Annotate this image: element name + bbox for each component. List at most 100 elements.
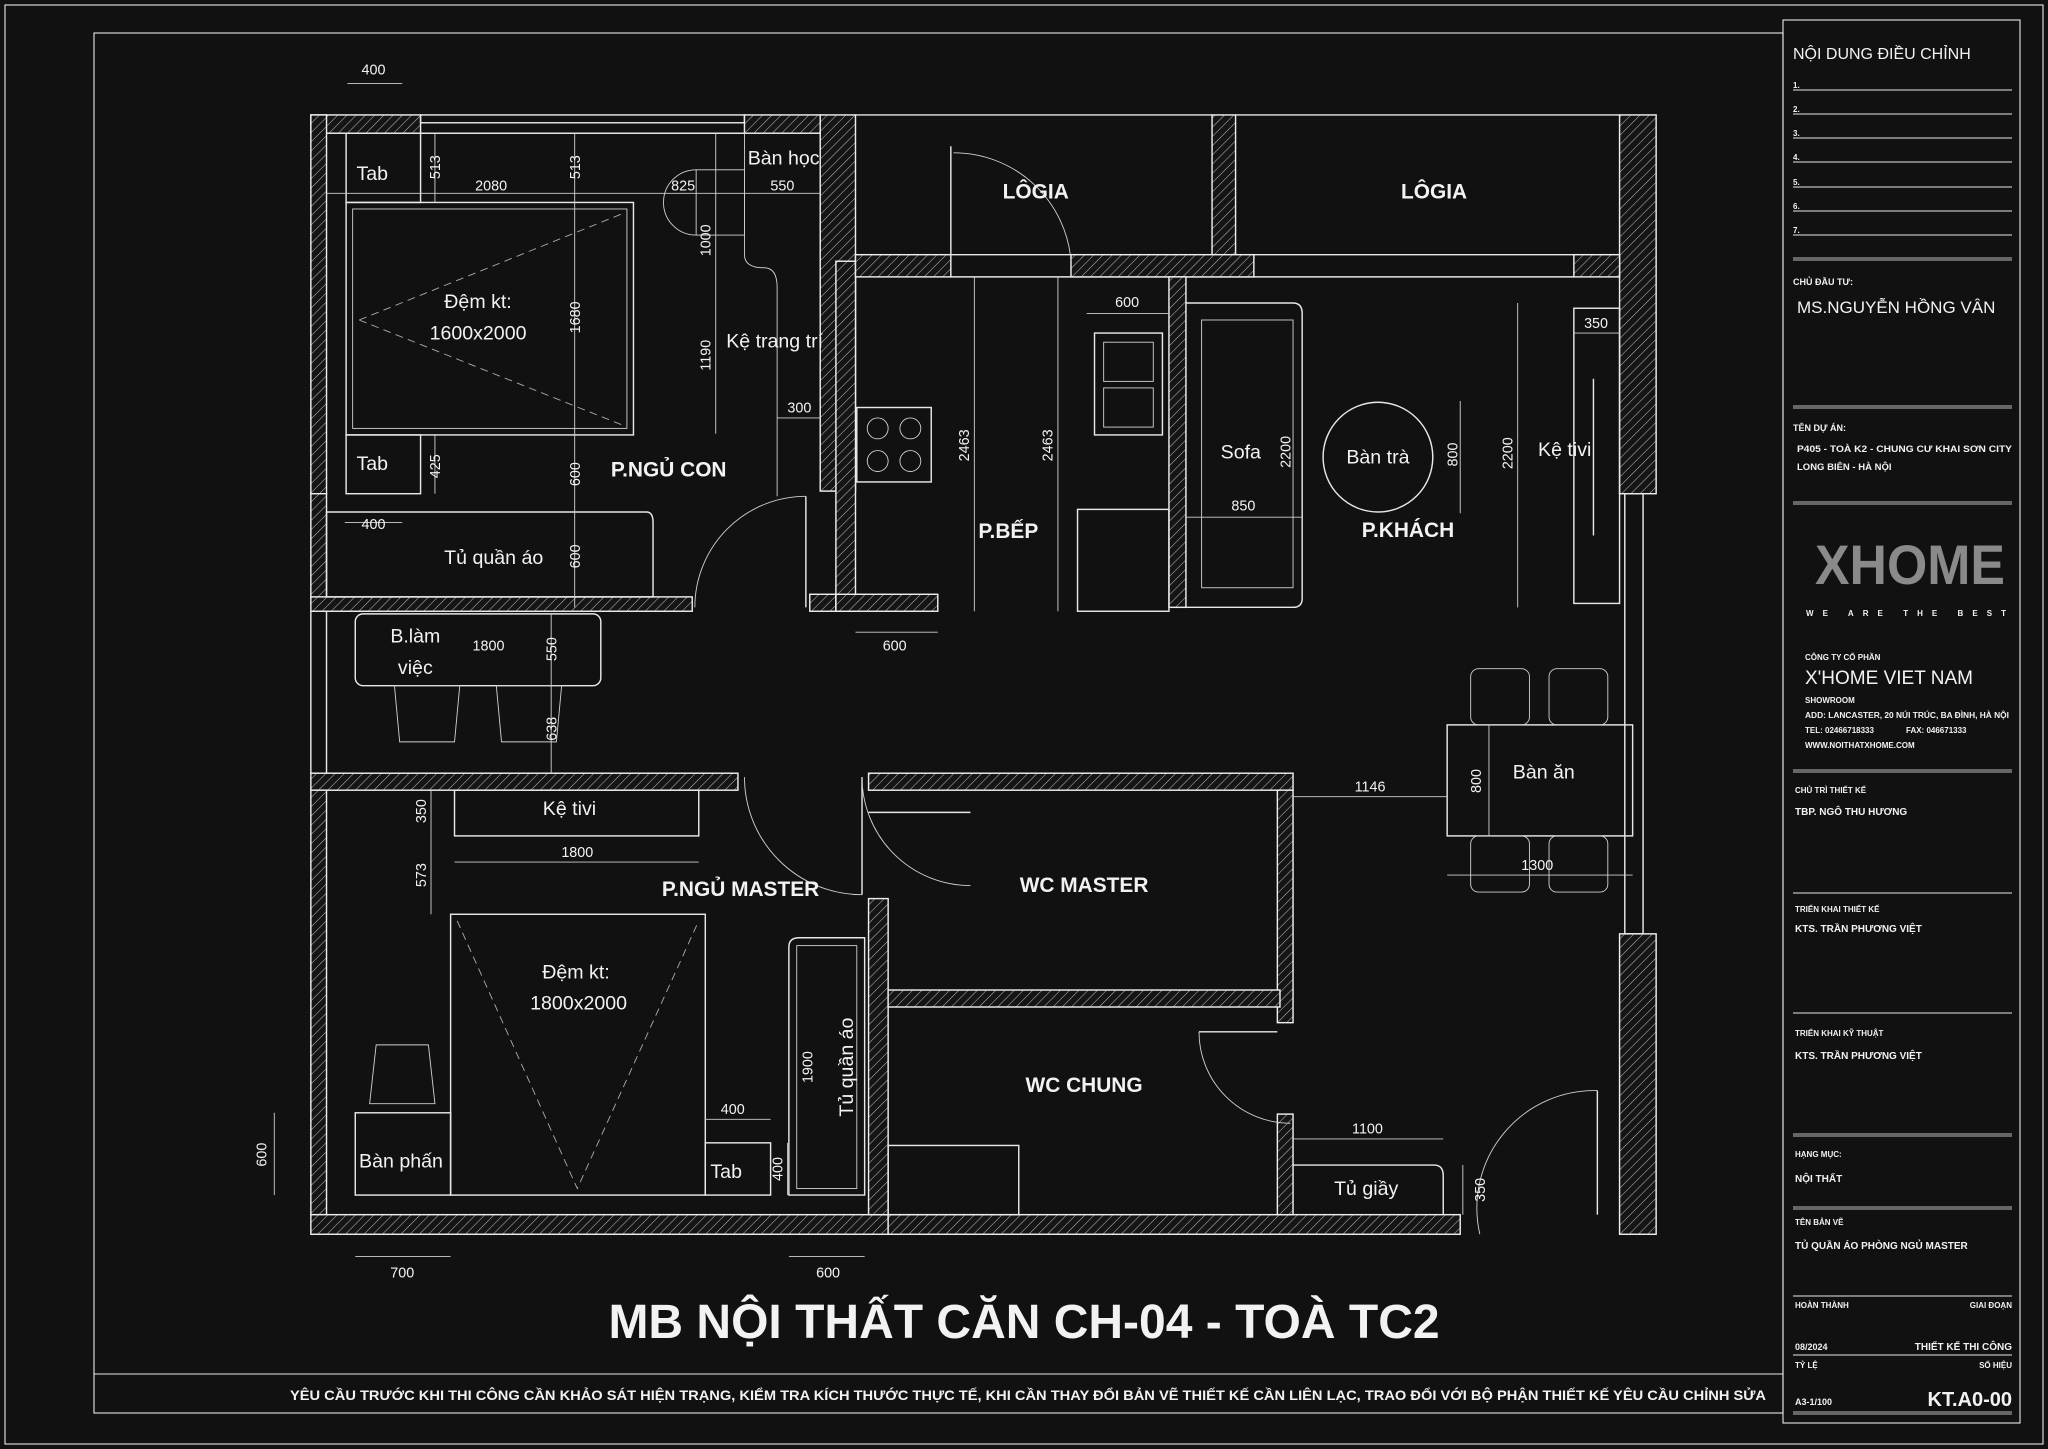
room-label-living: P.KHÁCH	[1362, 519, 1454, 542]
investor-name: MS.NGUYỄN HỒNG VÂN	[1797, 298, 1995, 317]
dimension-lines	[273, 83, 1633, 1257]
label-tab: Tab	[356, 453, 388, 475]
divider	[1793, 1133, 2012, 1137]
dim-text: 2080	[475, 179, 507, 195]
walls	[310, 114, 1657, 1235]
lead-label: CHỦ TRÌ THIẾT KẾ	[1795, 785, 1867, 795]
sheet-name: TỦ QUẦN ÁO PHÒNG NGỦ MASTER	[1795, 1239, 1969, 1252]
label-bed-master-size: 1800x2000	[530, 993, 627, 1015]
company-address: ADD: LANCASTER, 20 NÚI TRÚC, BA ĐÌNH, HÀ…	[1805, 711, 2009, 720]
project-label: TÊN DỰ ÁN:	[1793, 422, 1846, 433]
dim-text: 350	[414, 799, 430, 823]
dim-text: 400	[721, 1102, 745, 1118]
dim-text: 1146	[1355, 779, 1386, 795]
revision-item: 1.	[1793, 81, 1800, 90]
dim-text: 550	[770, 179, 794, 195]
revision-item: 2.	[1793, 105, 1800, 114]
dim-text: 600	[568, 544, 584, 568]
drawing-frame	[93, 32, 1784, 1414]
dim-text: 600	[1115, 295, 1139, 311]
phase-label: GIAI ĐOẠN	[1970, 1301, 2012, 1310]
label-tv-shelf-master: Kệ tivi	[543, 798, 596, 820]
design-label: TRIỂN KHAI THIẾT KẾ	[1795, 904, 1880, 914]
sheet-name-label: TÊN BẢN VẼ	[1795, 1218, 1844, 1227]
dim-text: 800	[1446, 443, 1462, 467]
project-line-1: P405 - TOÀ K2 - CHUNG CƯ KHAI SƠN CITY	[1797, 444, 2013, 455]
dim-text: 1100	[1352, 1122, 1383, 1138]
label-shoe-cabinet: Tủ giầy	[1334, 1178, 1398, 1200]
label-wardrobe-master: Tủ quần áo	[836, 1017, 858, 1116]
furniture	[325, 132, 1634, 1215]
revision-item: 7.	[1793, 226, 1800, 235]
category-value: NỘI THẤT	[1795, 1172, 1842, 1185]
dim-text: 1900	[800, 1051, 816, 1083]
tech-name: KTS. TRẦN PHƯƠNG VIỆT	[1795, 1049, 1922, 1062]
construction-note: YÊU CẦU TRƯỚC KHI THI CÔNG CẦN KHẢO SÁT …	[290, 1386, 1766, 1403]
divider	[1793, 1411, 2012, 1415]
dim-text: 425	[428, 454, 444, 478]
dim-text: 600	[883, 638, 907, 654]
outer-border	[4, 4, 2044, 1445]
revision-item: 6.	[1793, 202, 1800, 211]
company-tel: TEL: 02466718333	[1805, 726, 1874, 735]
room-label-master-bedroom: P.NGỦ MASTER	[662, 877, 819, 901]
room-label-logia-2: LÔGIA	[1401, 180, 1467, 204]
room-label-child-bedroom: P.NGỦ CON	[611, 458, 727, 482]
dim-text: 513	[428, 155, 444, 179]
divider	[1793, 257, 2012, 261]
completed-label: HOÀN THÀNH	[1795, 1301, 1849, 1310]
floor-plan: LÔGIA LÔGIA P.NGỦ CON P.BẾP P.KHÁCH P.NG…	[254, 62, 1657, 1281]
label-wardrobe-child: Tủ quần áo	[444, 547, 543, 569]
dim-text: 1680	[568, 301, 584, 333]
revision-item: 5.	[1793, 178, 1800, 187]
dimension-texts: 400 513 2080 513 825 550 1000 1680 1190 …	[254, 62, 1608, 1281]
dim-text: 573	[414, 863, 430, 887]
room-label-wc-common: WC CHUNG	[1026, 1074, 1143, 1097]
dim-text: 400	[770, 1157, 786, 1181]
label-vanity: Bàn phấn	[359, 1151, 443, 1173]
sheet-code: KT.A0-00	[1928, 1389, 2012, 1411]
dim-text: 638	[544, 717, 560, 741]
dim-text: 2200	[1278, 436, 1294, 468]
dim-text: 513	[568, 155, 584, 179]
divider	[1793, 769, 2012, 773]
dim-text: 1000	[699, 224, 715, 256]
dim-text: 600	[254, 1143, 270, 1167]
company-fax: FAX: 046671333	[1906, 726, 1967, 735]
dim-text: 300	[787, 401, 811, 417]
doors	[694, 146, 1599, 1235]
company-website: WWW.NOITHATXHOME.COM	[1805, 741, 1915, 750]
dim-text: 2463	[957, 429, 973, 461]
label-bed-master: Đệm kt:	[542, 961, 609, 983]
dim-text: 825	[671, 179, 695, 195]
scale-label: TỶ LỆ	[1795, 1361, 1818, 1370]
dim-text: 550	[544, 637, 560, 661]
dim-text: 850	[1231, 499, 1255, 515]
phase-value: THIẾT KẾ THI CÔNG	[1915, 1340, 2012, 1353]
logo-tagline: WE ARE THE BEST	[1806, 609, 2006, 618]
dim-text: 600	[568, 462, 584, 486]
revisions-title: NỘI DUNG ĐIỀU CHỈNH	[1793, 44, 1971, 63]
dim-text: 400	[362, 62, 386, 78]
divider	[1793, 501, 2012, 505]
title-block-frame	[1782, 19, 2021, 1424]
revision-list: 1. 2. 3. 4. 5. 6. 7.	[1793, 81, 2012, 236]
drawing-title: MB NỘI THẤT CĂN CH-04 - TOÀ TC2	[608, 1294, 1439, 1349]
label-tab: Tab	[356, 163, 388, 185]
label-tab: Tab	[710, 1161, 742, 1183]
label-dining-table: Bàn ăn	[1513, 761, 1575, 783]
dim-text: 600	[816, 1265, 840, 1281]
dim-text: 800	[1469, 769, 1485, 793]
scale-value: A3-1/100	[1795, 1397, 1832, 1407]
company-name: X'HOME VIET NAM	[1805, 668, 1973, 689]
dim-text: 1300	[1521, 858, 1553, 874]
divider	[1793, 1206, 2012, 1210]
label-study-desk: Bàn học	[748, 148, 820, 170]
revision-item: 4.	[1793, 153, 1800, 162]
room-label-logia-1: LÔGIA	[1003, 180, 1069, 204]
code-label: SỐ HIỆU	[1979, 1360, 2012, 1370]
dim-text: 1800	[473, 638, 505, 654]
divider	[1793, 405, 2012, 409]
tech-label: TRIỂN KHAI KỸ THUẬT	[1795, 1029, 1884, 1038]
showroom-label: SHOWROOM	[1805, 696, 1855, 705]
